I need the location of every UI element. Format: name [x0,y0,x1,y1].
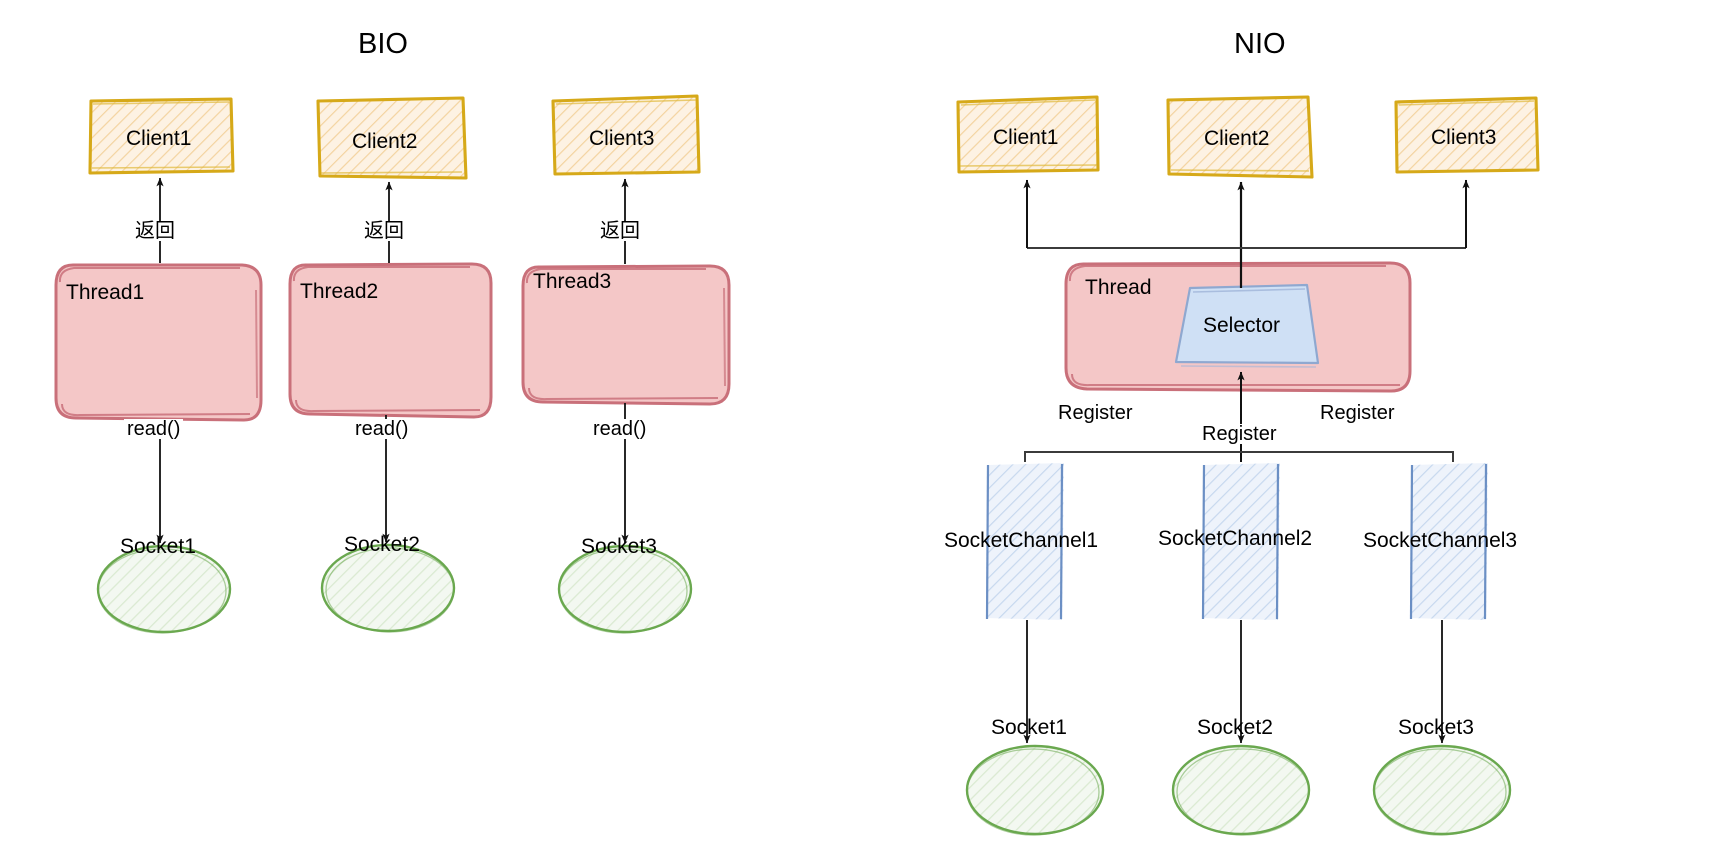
bio-thread-2-shape[interactable] [288,262,493,419]
nio-channel-1-shape[interactable] [985,463,1064,620]
bio-return-label-3: 返回 [597,221,643,241]
bio-read-label-1: read() [124,419,184,439]
nio-register-label-2: Register [1199,424,1280,444]
bio-socket-2-shape[interactable] [320,543,456,633]
bio-socket-3-shape[interactable] [557,544,693,634]
nio-channel-3-shape[interactable] [1409,463,1488,620]
nio-client-3-shape[interactable] [1394,96,1540,174]
bio-client-3-shape[interactable] [551,94,701,176]
bio-return-label-2: 返回 [361,221,407,241]
nio-edge-register-bus [1024,451,1454,462]
bio-thread-1-shape[interactable] [54,263,263,422]
bio-client-2-shape[interactable] [316,96,468,180]
nio-edge-thread-to-clients-bus [1023,179,1470,249]
nio-channel-2-shape[interactable] [1201,463,1280,620]
bio-read-label-2: read() [352,419,412,439]
bio-read-label-3: read() [590,419,650,439]
bio-socket-1-shape[interactable] [96,544,232,634]
nio-client-1-shape[interactable] [956,95,1100,174]
bio-return-label-1: 返回 [132,221,178,241]
nio-socket-1-shape[interactable] [965,744,1105,836]
nio-register-label-3: Register [1317,403,1398,423]
nio-register-label-1: Register [1055,403,1136,423]
bio-client-1-shape[interactable] [88,97,235,175]
bio-thread-3-shape[interactable] [521,264,731,406]
bio-section-title: BIO [358,28,408,60]
nio-client-2-shape[interactable] [1166,95,1314,179]
nio-selector-shape[interactable] [1174,283,1320,368]
nio-section-title: NIO [1234,28,1286,60]
nio-socket-2-shape[interactable] [1171,744,1311,836]
nio-socket-3-shape[interactable] [1372,744,1512,836]
